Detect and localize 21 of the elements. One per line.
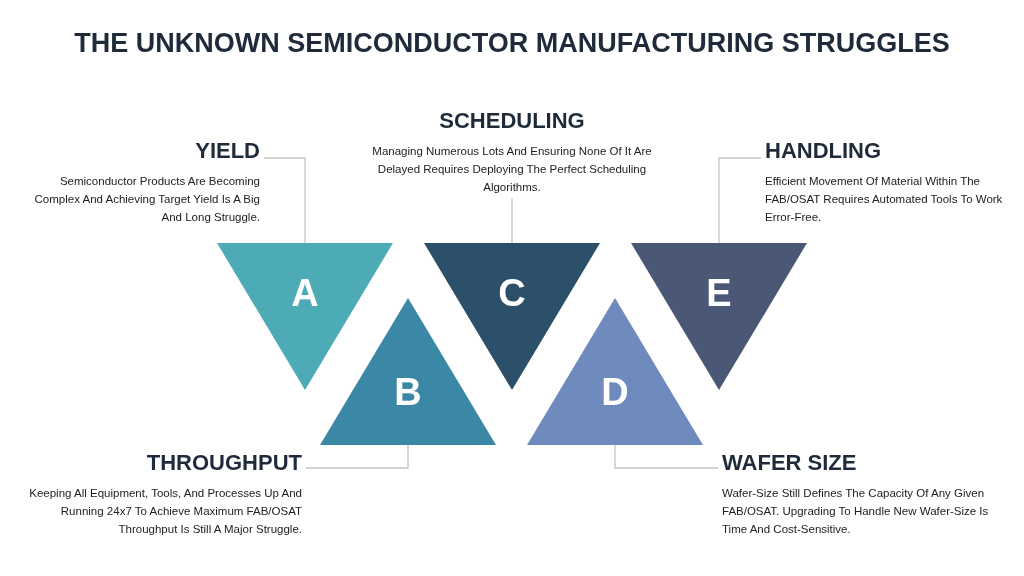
description: Managing Numerous Lots And Ensuring None Of It Are Delayed Requires Deploying The Perfect Scheduling Algorithms.	[371, 144, 653, 195]
description: Wafer-Size Still Defines The Capacity Of Any Given FAB/OSAT. Upgrading To Handle New Wafer-Size Is Time And Cost-Sensitive.	[722, 486, 990, 537]
leader-line	[718, 157, 762, 244]
heading: YIELD	[194, 138, 260, 164]
letter-label: B	[393, 370, 423, 414]
description: Keeping All Equipment, Tools, And Processes Up And Running 24x7 To Achieve Maximum FAB/OSAT Throughput Is Still A Major Struggle.	[28, 486, 302, 537]
title: THE UNKNOWN SEMICONDUCTOR MANUFACTURING STRUGGLES	[73, 28, 951, 59]
letter-label: D	[600, 370, 630, 414]
leader-line	[263, 157, 306, 244]
heading: THROUGHPUT	[145, 450, 302, 476]
letter-label: A	[290, 271, 320, 315]
leader-line	[614, 444, 719, 469]
heading: SCHEDULING	[438, 108, 586, 134]
description: Efficient Movement Of Material Within The FAB/OSAT Requires Automated Tools To Work Error-Free.	[765, 174, 1004, 225]
leader-line	[511, 197, 513, 244]
description: Semiconductor Products Are Becoming Complex And Achieving Target Yield Is A Big And Long Struggle.	[33, 174, 260, 225]
leader-line	[305, 444, 409, 469]
letter-label: C	[497, 271, 527, 315]
letter-label: E	[705, 271, 733, 315]
heading: HANDLING	[765, 138, 883, 164]
heading: WAFER SIZE	[722, 450, 858, 476]
